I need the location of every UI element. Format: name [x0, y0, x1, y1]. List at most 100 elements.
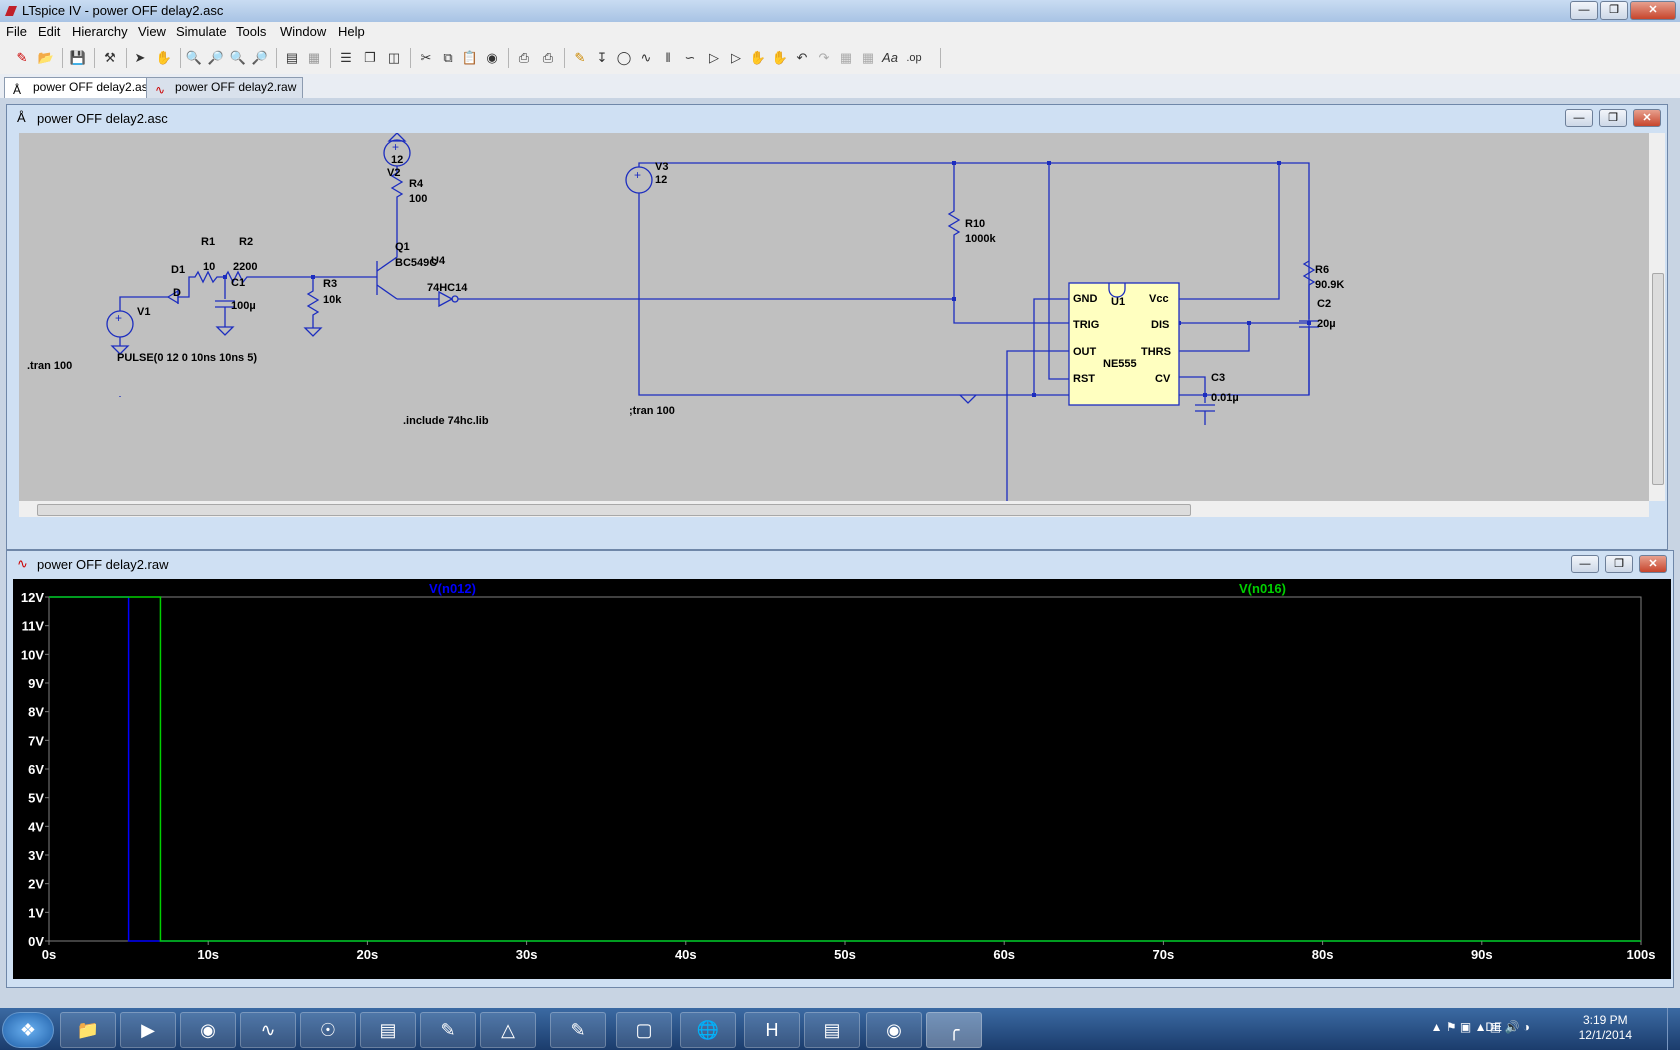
menu-help[interactable]: Help	[338, 24, 365, 39]
language-indicator[interactable]: DE	[1485, 1020, 1502, 1034]
taskbar-cad-icon[interactable]: ✎	[550, 1012, 606, 1048]
x-tick-label: 40s	[675, 947, 697, 962]
drag-icon[interactable]: ✋	[771, 50, 789, 65]
clock[interactable]: 3:19 PM 12/1/2014	[1579, 1013, 1632, 1043]
taskbar-media-player-icon[interactable]: ▶	[120, 1012, 176, 1048]
tile-horizontal-icon[interactable]: ☰	[340, 50, 352, 65]
print-icon[interactable]: ⎙	[542, 50, 554, 65]
component-icon[interactable]: ▷	[731, 50, 741, 65]
rotate-icon[interactable]: ▦	[839, 50, 853, 65]
redo-icon[interactable]: ↷	[818, 50, 830, 65]
close-button[interactable]: ✕	[1630, 1, 1676, 20]
show-desktop-button[interactable]	[1667, 1008, 1680, 1050]
undo-icon[interactable]: ↶	[796, 50, 808, 65]
zoom-fit-icon[interactable]: 🔎	[251, 50, 269, 65]
schematic-horizontal-scrollbar[interactable]	[19, 501, 1649, 517]
taskbar-explorer-icon[interactable]: 📁	[60, 1012, 116, 1048]
move-icon[interactable]: ✋	[749, 50, 767, 65]
paste-icon[interactable]: 📋	[461, 50, 479, 65]
autorange-icon[interactable]: ▤	[285, 50, 299, 65]
taskbar-multisim-icon[interactable]: ∿	[240, 1012, 296, 1048]
x-tick-label: 20s	[357, 947, 379, 962]
menu-hierarchy[interactable]: Hierarchy	[72, 24, 128, 39]
label-q1: Q1	[395, 241, 410, 253]
find-icon[interactable]: ◉	[486, 50, 498, 65]
draw-wire-icon[interactable]: ✎	[574, 50, 586, 65]
new-schematic-icon[interactable]: ✎	[16, 50, 28, 65]
taskbar-photo-icon[interactable]: ▢	[616, 1012, 672, 1048]
taskbar-em-app-icon[interactable]: ◉	[866, 1012, 922, 1048]
tile-vertical-icon[interactable]: ◫	[387, 50, 401, 65]
x-tick-label: 50s	[834, 947, 856, 962]
control-panel-icon[interactable]: ⚒	[104, 50, 116, 65]
schematic-maximize-button[interactable]: ❐	[1599, 109, 1627, 127]
trace-label-v-n012: V(n012)	[429, 581, 476, 596]
start-button[interactable]: ❖	[2, 1012, 54, 1048]
label-c2: C2	[1317, 298, 1331, 310]
schematic-minimize-button[interactable]: —	[1565, 109, 1593, 127]
halt-icon[interactable]: ✋	[155, 50, 173, 65]
vscroll-thumb[interactable]	[1652, 273, 1664, 485]
label-net-icon[interactable]: ◯	[616, 50, 632, 65]
svg-text:+: +	[115, 311, 122, 325]
tab-waveform[interactable]: ∿ power OFF delay2.raw	[146, 77, 304, 98]
waveform-minimize-button[interactable]: —	[1571, 555, 1599, 573]
cut-icon[interactable]: ✂	[420, 50, 432, 65]
capacitor-icon[interactable]: ‖	[665, 50, 671, 65]
ground-icon[interactable]: ↧	[596, 50, 608, 65]
run-icon[interactable]: ➤	[134, 50, 146, 65]
taskbar-acrobat-icon[interactable]: △	[480, 1012, 536, 1048]
zoom-pan-icon[interactable]: 🔎	[207, 50, 225, 65]
tab-schematic-label: power OFF delay2.asc	[33, 80, 154, 94]
schematic-drawing: +++ 12 V2 R4 100 Q1 BC549C U4 74HC14 R1 …	[27, 133, 1344, 501]
schematic-vertical-scrollbar[interactable]	[1649, 133, 1665, 501]
menu-window[interactable]: Window	[280, 24, 327, 39]
print-setup-icon[interactable]: ⎙	[518, 50, 530, 65]
x-tick-label: 10s	[197, 947, 219, 962]
label-c3: C3	[1211, 372, 1225, 384]
minimize-button[interactable]: —	[1570, 1, 1598, 20]
taskbar-ltspice-icon[interactable]: ╭	[926, 1012, 982, 1048]
waveform-maximize-button[interactable]: ❐	[1605, 555, 1633, 573]
schematic-icon: Å	[13, 83, 22, 97]
y-tick-label: 9V	[28, 676, 44, 691]
menu-edit[interactable]: Edit	[38, 24, 61, 39]
taskbar-notes-icon[interactable]: ✎	[420, 1012, 476, 1048]
spice-directive-icon[interactable]: .op	[906, 52, 922, 64]
menu-view[interactable]: View	[138, 24, 166, 39]
taskbar-document-icon[interactable]: ▤	[360, 1012, 416, 1048]
cascade-icon[interactable]: ❐	[364, 50, 376, 65]
taskbar-h-app-icon[interactable]: H	[744, 1012, 800, 1048]
maximize-button[interactable]: ❐	[1600, 1, 1628, 20]
resistor-icon[interactable]: ∿	[640, 50, 652, 65]
tab-schematic[interactable]: Å power OFF delay2.asc	[4, 77, 161, 98]
menu-simulate[interactable]: Simulate	[176, 24, 227, 39]
copy-icon[interactable]: ⧉	[443, 50, 453, 65]
text-icon[interactable]: Aa	[882, 50, 898, 65]
hscroll-thumb[interactable]	[37, 504, 1191, 516]
diode-icon[interactable]: ▷	[709, 50, 719, 65]
mirror-icon[interactable]: ▦	[861, 50, 875, 65]
waveform-close-button[interactable]: ✕	[1639, 555, 1667, 573]
inductor-icon[interactable]: ∽	[684, 50, 696, 65]
toolbar: ✎ 📂 💾 ⚒ ➤ ✋ 🔍 🔎 🔍 🔎 ▤ ▦ ☰ ❐ ◫ ✂ ⧉ 📋 ◉ ⎙ …	[0, 42, 1680, 75]
schematic-close-button[interactable]: ✕	[1633, 109, 1661, 127]
label-r6: R6	[1315, 264, 1329, 276]
taskbar-editor-icon[interactable]: ▤	[804, 1012, 860, 1048]
open-icon[interactable]: 📂	[37, 50, 55, 65]
taskbar-globe-icon[interactable]: 🌐	[680, 1012, 736, 1048]
menu-file[interactable]: File	[6, 24, 27, 39]
label-u4: U4	[431, 255, 446, 267]
zoom-in-icon[interactable]: 🔍	[185, 50, 203, 65]
pin-gnd: GND	[1073, 293, 1098, 305]
tray-icons[interactable]: ▲ ⚑ ▣ ▲ ▤ 🔊 ◑	[1430, 1020, 1530, 1034]
y-tick-label: 2V	[28, 877, 44, 892]
taskbar-chrome-icon[interactable]: ☉	[300, 1012, 356, 1048]
zoom-out-icon[interactable]: 🔍	[229, 50, 247, 65]
taskbar-firefox-icon[interactable]: ◉	[180, 1012, 236, 1048]
menu-tools[interactable]: Tools	[236, 24, 267, 39]
schematic-canvas[interactable]: +++ 12 V2 R4 100 Q1 BC549C U4 74HC14 R1 …	[19, 133, 1649, 501]
grid-icon[interactable]: ▦	[307, 50, 321, 65]
save-icon[interactable]: 💾	[69, 50, 87, 65]
